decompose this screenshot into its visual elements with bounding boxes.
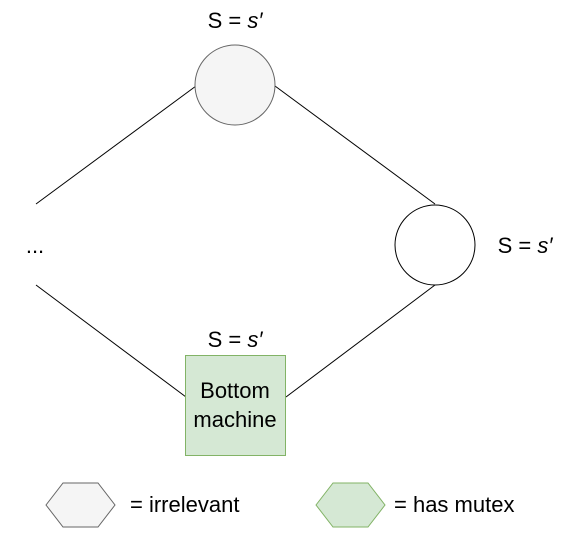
top-node-label: S = s′ [208,8,264,33]
edge-right-bottom [285,284,436,398]
edge-left-top [35,85,197,205]
legend-mutex-label: = has mutex [394,492,514,517]
right-node-label: S = s′ [498,233,554,258]
edge-top-right [274,85,436,205]
left-ellipsis: ... [26,233,44,258]
legend-irrelevant-label: = irrelevant [130,492,239,517]
top-node [194,44,276,126]
bottom-machine-text-line1: Bottom [200,378,270,403]
bottom-machine-text-line2: machine [193,407,276,432]
bottom-machine-node [185,355,286,456]
legend-irrelevant-hexagon [45,482,116,528]
edge-left-bottom [35,284,187,398]
legend-mutex-hexagon [315,482,386,528]
bottom-machine-label: S = s′ [208,327,264,352]
right-node [394,204,476,286]
